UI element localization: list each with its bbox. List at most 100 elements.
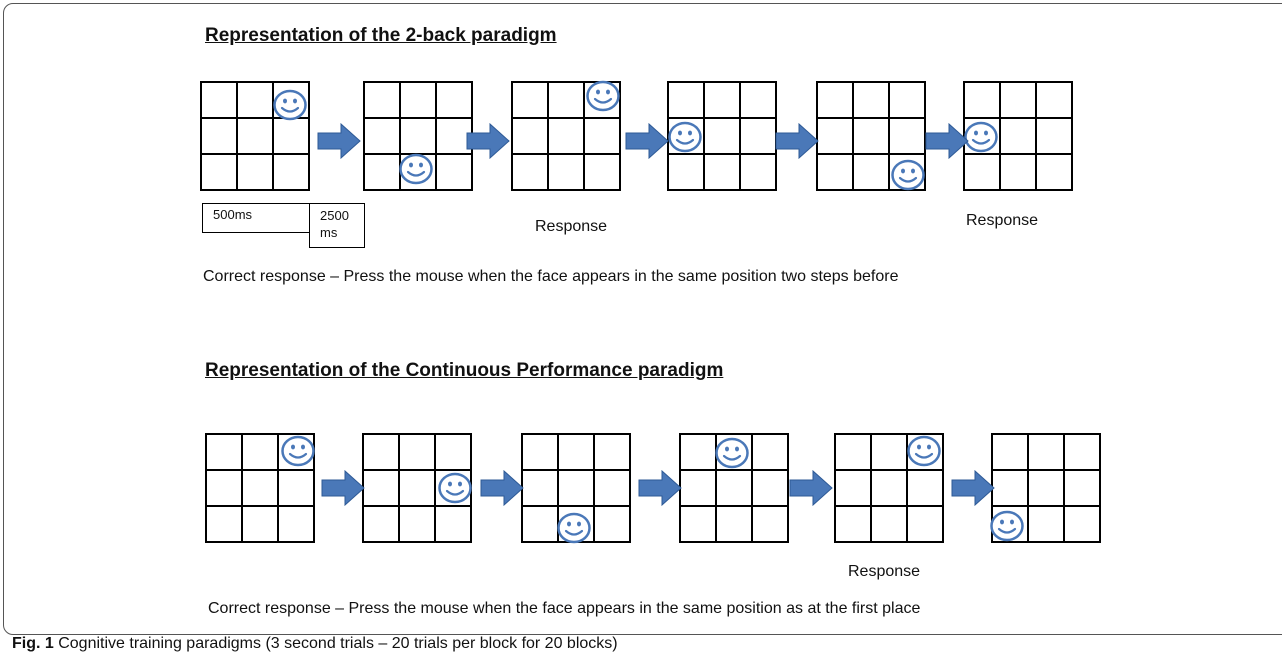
grid-3x3 <box>205 433 315 543</box>
grid-cell <box>238 155 274 191</box>
paradigm1-title: Representation of the 2-back paradigm <box>205 25 557 46</box>
grid-cell <box>202 83 238 119</box>
grid-cell <box>854 155 890 191</box>
grid-cell <box>400 435 436 471</box>
grid-cell <box>717 471 753 507</box>
smiley-face-icon <box>281 435 315 467</box>
grid-cell <box>1065 435 1101 471</box>
grid-cell <box>681 435 717 471</box>
grid-3x3 <box>834 433 944 543</box>
grid-cell <box>965 155 1001 191</box>
grid-cell <box>437 83 473 119</box>
grid-3x3 <box>200 81 310 191</box>
grid-cell <box>436 507 472 543</box>
grid-cell <box>595 435 631 471</box>
smiley-face-icon <box>273 89 307 121</box>
grid-cell <box>854 83 890 119</box>
right-arrow-icon <box>789 469 833 507</box>
grid-cell <box>585 119 621 155</box>
grid-cell <box>437 155 473 191</box>
grid-cell <box>705 119 741 155</box>
grid-cell <box>741 155 777 191</box>
grid-cell <box>1001 155 1037 191</box>
right-arrow-icon <box>775 122 819 160</box>
grid-cell <box>872 435 908 471</box>
grid-cell <box>836 435 872 471</box>
grid-cell <box>549 83 585 119</box>
grid-cell <box>274 155 310 191</box>
grid-cell <box>836 471 872 507</box>
grid-cell <box>1037 83 1073 119</box>
grid-cell <box>595 507 631 543</box>
grid-cell <box>965 119 1001 155</box>
grid-cell <box>908 471 944 507</box>
grid-cell <box>365 119 401 155</box>
response-label: Response <box>966 212 1039 229</box>
grid-cell <box>523 507 559 543</box>
grid-cell <box>836 507 872 543</box>
grid-cell <box>872 507 908 543</box>
grid-cell <box>818 155 854 191</box>
smiley-face-icon <box>715 437 749 469</box>
right-arrow-icon <box>951 469 995 507</box>
grid-cell <box>681 471 717 507</box>
grid-cell <box>1065 471 1101 507</box>
grid-cell <box>908 435 944 471</box>
smiley-face-icon <box>668 121 702 153</box>
timing-2500ms: 2500 ms <box>309 203 365 248</box>
grid-cell <box>401 119 437 155</box>
right-arrow-icon <box>321 469 365 507</box>
grid-cell <box>717 435 753 471</box>
grid-cell <box>1065 507 1101 543</box>
grid-cell <box>818 83 854 119</box>
grid-cell <box>513 83 549 119</box>
grid-cell <box>365 155 401 191</box>
paradigm2-title: Representation of the Continuous Perform… <box>205 360 724 381</box>
grid-cell <box>279 471 315 507</box>
grid-cell <box>669 155 705 191</box>
grid-cell <box>753 471 789 507</box>
grid-cell <box>741 119 777 155</box>
grid-cell <box>364 507 400 543</box>
smiley-face-icon <box>990 510 1024 542</box>
grid-cell <box>243 435 279 471</box>
grid-cell <box>207 435 243 471</box>
grid-cell <box>401 83 437 119</box>
grid-cell <box>872 471 908 507</box>
grid-cell <box>669 119 705 155</box>
grid-cell <box>523 435 559 471</box>
grid-cell <box>400 471 436 507</box>
right-arrow-icon <box>480 469 524 507</box>
grid-cell <box>202 155 238 191</box>
grid-cell <box>365 83 401 119</box>
grid-cell <box>238 83 274 119</box>
grid-cell <box>1029 435 1065 471</box>
paradigm1-instruction: Correct response – Press the mouse when … <box>203 268 899 285</box>
grid-cell <box>890 119 926 155</box>
grid-cell <box>364 435 400 471</box>
grid-cell <box>890 83 926 119</box>
grid-cell <box>1037 119 1073 155</box>
grid-cell <box>513 155 549 191</box>
grid-cell <box>681 507 717 543</box>
grid-3x3 <box>963 81 1073 191</box>
grid-3x3 <box>816 81 926 191</box>
grid-cell <box>908 507 944 543</box>
grid-cell <box>585 155 621 191</box>
grid-cell <box>705 155 741 191</box>
grid-cell <box>585 83 621 119</box>
grid-3x3 <box>511 81 621 191</box>
figure-caption: Fig. 1 Cognitive training paradigms (3 s… <box>12 635 618 653</box>
right-arrow-icon <box>466 122 510 160</box>
grid-cell <box>401 155 437 191</box>
grid-cell <box>965 83 1001 119</box>
response-label: Response <box>535 218 608 235</box>
grid-cell <box>549 155 585 191</box>
timing-500ms: 500ms <box>202 203 310 233</box>
grid-cell <box>818 119 854 155</box>
response-label: Response <box>848 563 921 580</box>
grid-cell <box>202 119 238 155</box>
grid-cell <box>364 471 400 507</box>
grid-cell <box>753 507 789 543</box>
grid-cell <box>993 471 1029 507</box>
